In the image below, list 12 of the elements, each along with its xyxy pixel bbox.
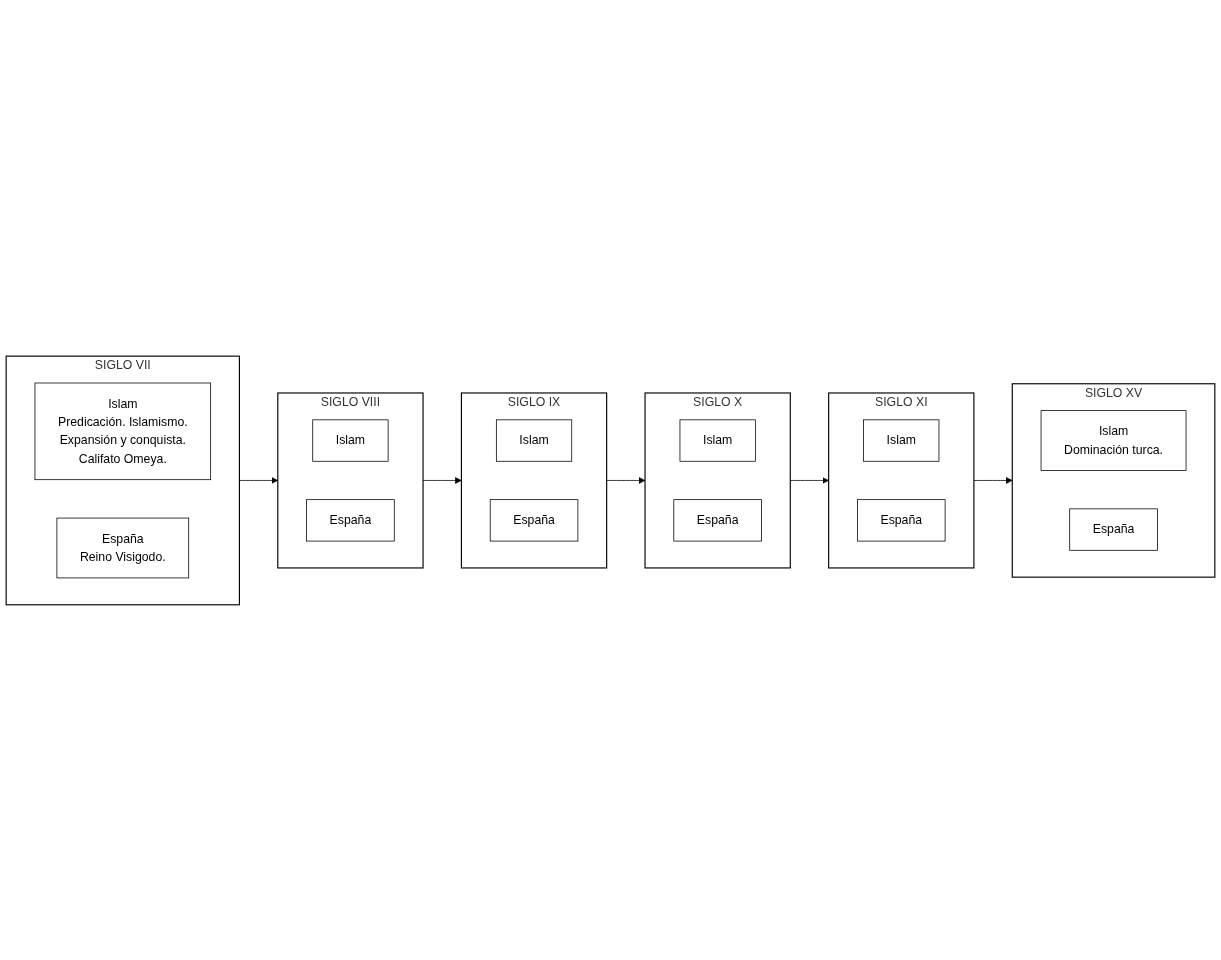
node-box: España xyxy=(673,498,762,541)
node-box: España xyxy=(306,498,395,541)
node-box: Islam Dominación turca. xyxy=(1040,409,1187,471)
node-box: Islam xyxy=(312,419,389,462)
node-box: España Reino Visigodo. xyxy=(56,517,190,578)
node-box: Islam xyxy=(863,419,940,462)
node-box: España xyxy=(857,498,946,541)
node-box: Islam Predicación. Islamismo. Expansión y conquista. Califato Omeya. xyxy=(34,382,212,480)
node-box: Islam xyxy=(495,419,573,462)
node-box: Islam xyxy=(679,419,756,462)
node-box: España xyxy=(489,498,579,541)
node-box: España xyxy=(1069,508,1158,551)
